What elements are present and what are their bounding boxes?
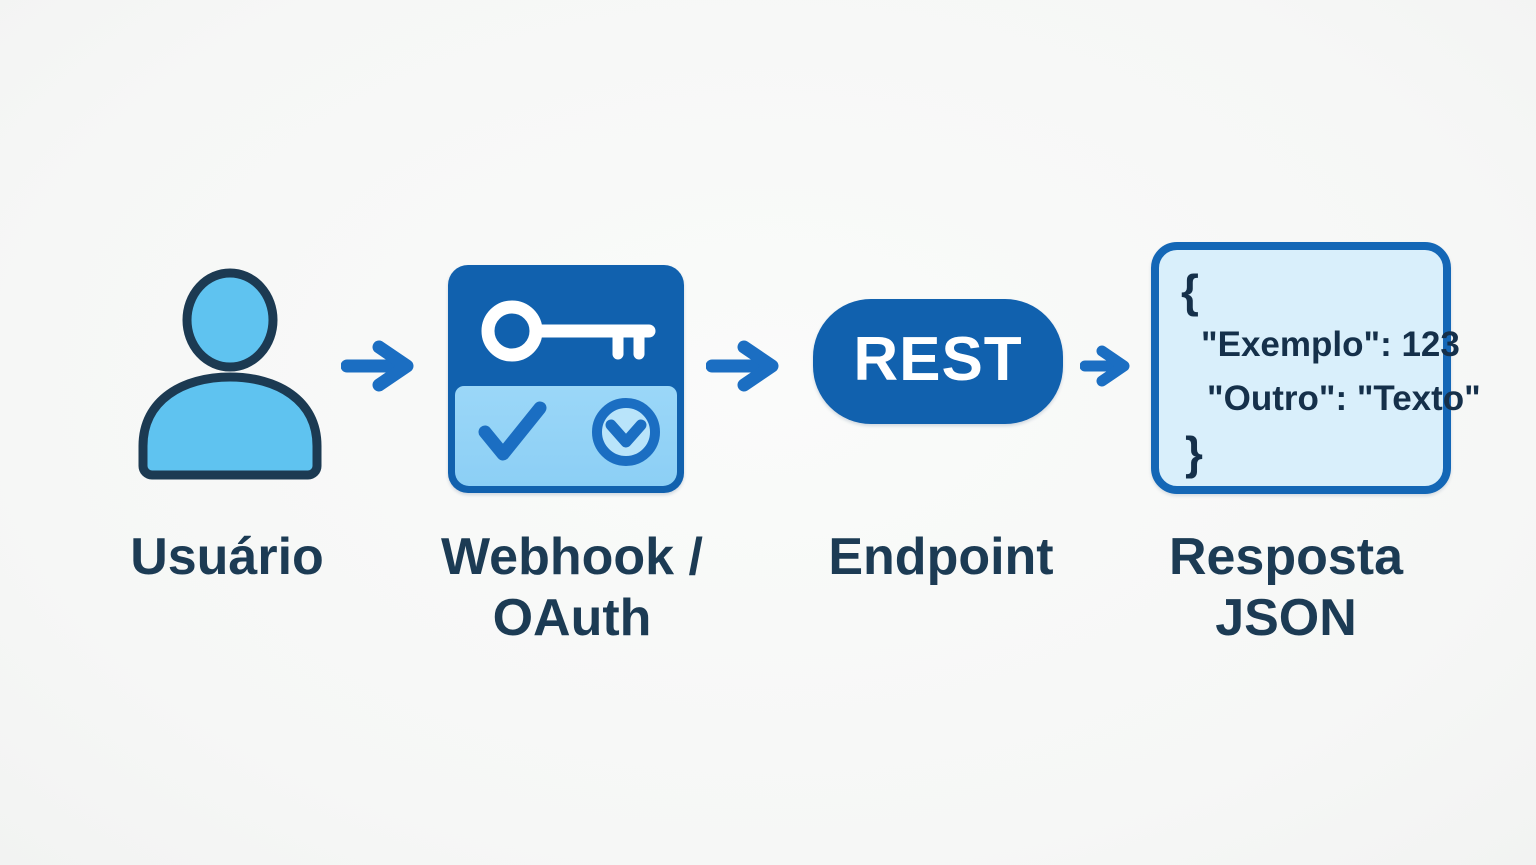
key-icon — [481, 300, 656, 362]
user-node-label: Usuário — [130, 528, 324, 586]
code-line: "Outro": "Texto" — [1207, 379, 1481, 418]
code-line: } — [1185, 427, 1203, 479]
code-line: "Exemplo": 123 — [1201, 325, 1460, 364]
webhook-oauth-box — [448, 265, 684, 493]
auth-status-panel — [455, 386, 677, 486]
code-line: { — [1181, 265, 1199, 317]
user-icon — [138, 268, 322, 480]
checkmark-icon — [478, 401, 547, 461]
response-label-line1: Resposta — [1168, 528, 1404, 586]
webhook-oauth-label-line1: Webhook / — [441, 528, 703, 586]
endpoint-node-label: Endpoint — [828, 528, 1054, 586]
arrow-right-icon-3 — [1080, 345, 1130, 387]
json-response-box: { "Exemplo": 123 "Outro": "Texto" } — [1151, 242, 1481, 494]
arrow-right-icon-2 — [706, 340, 779, 392]
rest-badge-text: REST — [853, 325, 1023, 394]
check-circle-icon — [592, 398, 660, 466]
response-node-label: Resposta JSON — [1111, 527, 1461, 649]
arrow-right-icon-1 — [341, 340, 414, 392]
response-label-line2: JSON — [1215, 589, 1357, 647]
webhook-oauth-label-line2: OAuth — [492, 589, 652, 647]
webhook-oauth-node-label: Webhook / OAuth — [397, 527, 747, 649]
rest-badge: REST — [813, 299, 1063, 424]
